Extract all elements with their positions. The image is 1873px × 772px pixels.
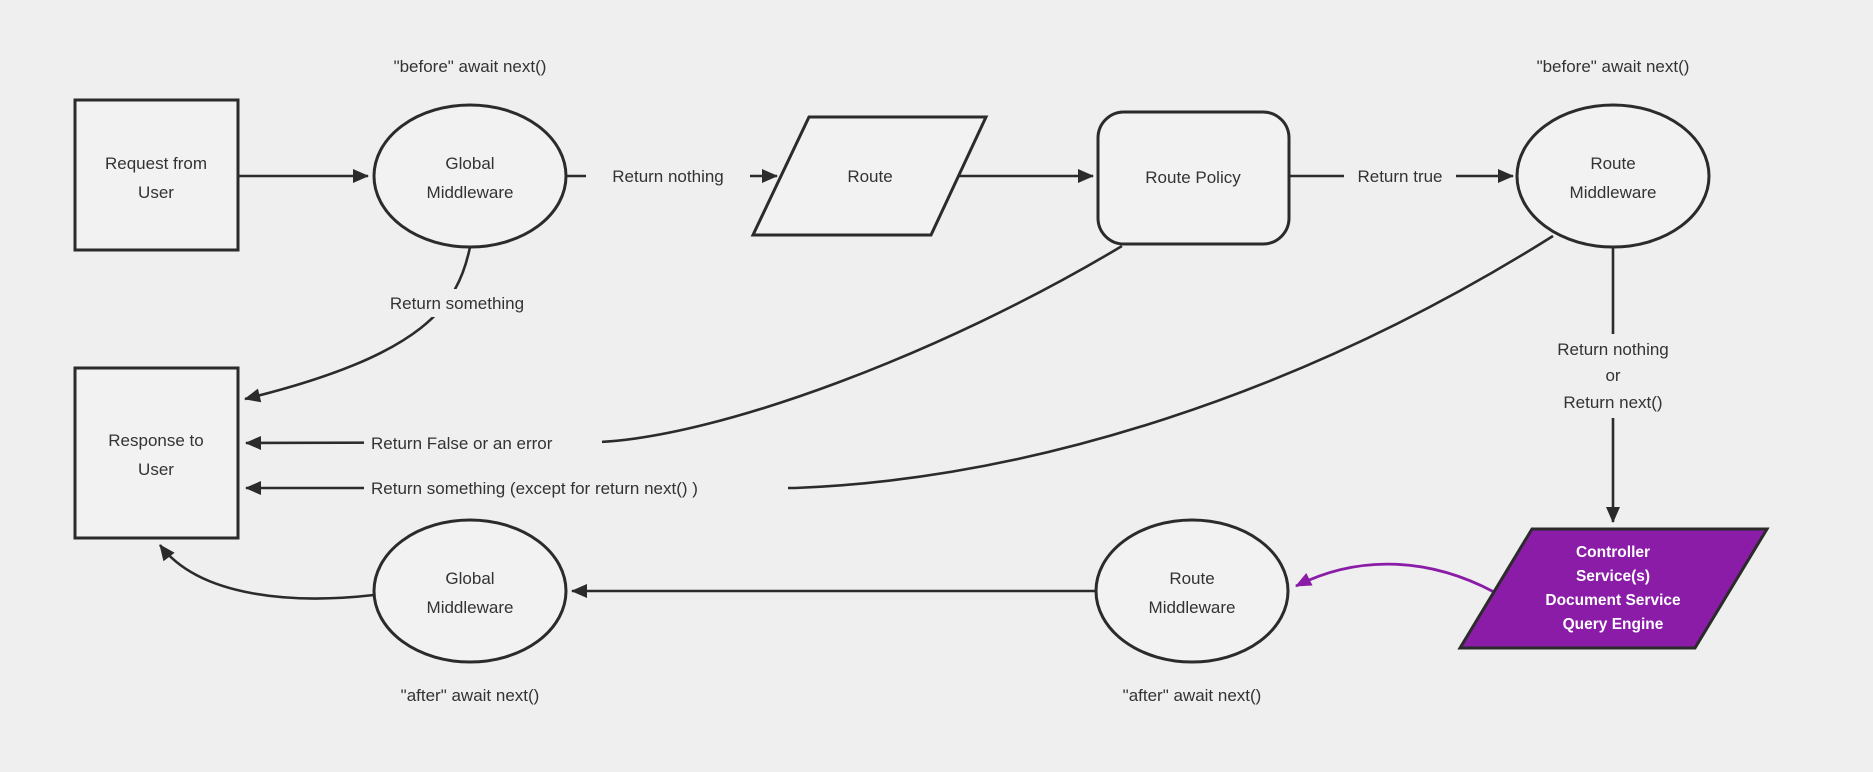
route-middleware-before-shape xyxy=(1515,103,1711,249)
route-middleware-before-label-line1: Route xyxy=(1590,154,1635,173)
edge-label-to-controller-line2: or xyxy=(1605,366,1620,385)
annotation-before-await-next-left: "before" await next() xyxy=(394,57,547,76)
node-route-middleware-before: Route Middleware xyxy=(1515,103,1711,249)
route-middleware-before-label-line2: Middleware xyxy=(1570,183,1657,202)
global-middleware-after-shape xyxy=(372,518,568,664)
node-request-from-user: Request from User xyxy=(73,98,240,252)
node-route-middleware-after: Route Middleware xyxy=(1094,518,1290,664)
label-bg xyxy=(1528,334,1700,418)
global-middleware-before-label-line2: Middleware xyxy=(427,183,514,202)
node-route: Route xyxy=(750,115,989,237)
edges xyxy=(158,169,1620,600)
route-middleware-after-label-line1: Route xyxy=(1169,569,1214,588)
controller-services-label-line4: Query Engine xyxy=(1563,616,1664,633)
response-to-user-label-line2: User xyxy=(138,460,174,479)
label-bg xyxy=(364,429,602,457)
annotation-after-await-next-right: "after" await next() xyxy=(1123,686,1262,705)
edge-route-middleware-to-response xyxy=(245,234,1554,495)
edge-label-return-nothing: Return nothing xyxy=(612,167,724,186)
route-middleware-after-label-line2: Middleware xyxy=(1149,598,1236,617)
node-controller-services: Controller Service(s) Document Service Q… xyxy=(1457,527,1770,650)
edge-global-middleware-to-response xyxy=(244,246,472,403)
response-to-user-shape xyxy=(73,366,240,540)
route-policy-label: Route Policy xyxy=(1145,168,1241,187)
global-middleware-after-label-line1: Global xyxy=(445,569,494,588)
request-from-user-shape xyxy=(73,98,240,252)
annotation-after-await-next-left: "after" await next() xyxy=(401,686,540,705)
controller-services-label-line3: Document Service xyxy=(1545,592,1681,609)
request-from-user-label-line2: User xyxy=(138,183,174,202)
node-global-middleware-after: Global Middleware xyxy=(372,518,568,664)
route-shape xyxy=(750,115,989,237)
route-middleware-after-shape xyxy=(1094,518,1290,664)
label-bg xyxy=(364,474,788,502)
edge-label-to-controller-line1: Return nothing xyxy=(1557,340,1669,359)
annotations: "before" await next() "before" await nex… xyxy=(394,57,1690,705)
edge-label-to-controller-line3: Return next() xyxy=(1563,393,1662,412)
node-route-policy: Route Policy xyxy=(1096,110,1291,246)
request-from-user-label-line1: Request from xyxy=(105,154,207,173)
controller-services-label-line1: Controller xyxy=(1576,544,1650,561)
label-bg xyxy=(586,162,750,190)
edge-labels: Return nothing Return true Return someth… xyxy=(364,162,1700,502)
edge-label-return-true: Return true xyxy=(1357,167,1442,186)
edge-controller-to-route-middleware-after xyxy=(1295,562,1495,594)
label-bg xyxy=(373,289,541,317)
label-bg xyxy=(1344,162,1456,190)
edge-label-return-something-except: Return something (except for return next… xyxy=(371,479,698,498)
annotation-before-await-next-right: "before" await next() xyxy=(1537,57,1690,76)
route-label: Route xyxy=(847,167,892,186)
edge-global-middleware-after-to-response xyxy=(158,544,375,600)
controller-services-label-line2: Service(s) xyxy=(1576,568,1650,585)
edge-label-return-false-or-error: Return False or an error xyxy=(371,434,553,453)
node-global-middleware-before: Global Middleware xyxy=(372,103,568,249)
route-policy-shape xyxy=(1096,110,1291,246)
global-middleware-before-label-line1: Global xyxy=(445,154,494,173)
controller-services-shape xyxy=(1457,527,1770,650)
edge-label-return-something: Return something xyxy=(390,294,524,313)
edge-route-policy-to-response xyxy=(245,244,1123,450)
global-middleware-after-label-line2: Middleware xyxy=(427,598,514,617)
node-response-to-user: Response to User xyxy=(73,366,240,540)
global-middleware-before-shape xyxy=(372,103,568,249)
response-to-user-label-line1: Response to xyxy=(108,431,203,450)
